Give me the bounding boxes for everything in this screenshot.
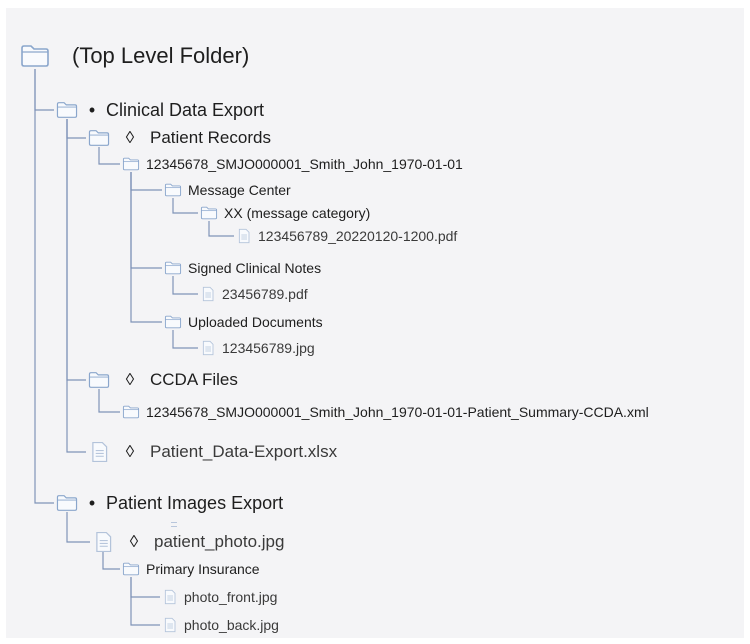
diamond-marker-icon: ◊ (125, 442, 135, 461)
data-export-xlsx-file-label: Patient_Data-Export.xlsx (150, 442, 338, 461)
uploaded-documents-folder-label: Uploaded Documents (188, 314, 323, 330)
photo-front-file[interactable]: photo_front.jpg (162, 583, 277, 611)
document-icon (236, 228, 252, 244)
connector-patient-folder (98, 147, 120, 165)
signed-clinical-notes-folder-label: Signed Clinical Notes (188, 260, 322, 276)
uploaded-documents-folder[interactable]: Uploaded Documents (164, 308, 323, 336)
document-icon (162, 617, 178, 633)
message-center-folder[interactable]: Message Center (164, 176, 291, 204)
photo-front-file-label: photo_front.jpg (184, 589, 278, 605)
photo-back-file[interactable]: photo_back.jpg (162, 611, 279, 639)
primary-insurance-folder-label: Primary Insurance (146, 561, 260, 577)
connector-ccda-files-folder (66, 119, 86, 381)
folder-icon (20, 44, 50, 68)
connector-photo-back-file (130, 577, 160, 626)
top-level-folder[interactable]: (Top Level Folder) (20, 42, 249, 70)
connector-data-export-xlsx-file (66, 119, 86, 453)
document-icon (200, 286, 216, 302)
document-icon (92, 531, 114, 553)
signed-clinical-notes-folder[interactable]: Signed Clinical Notes (164, 254, 321, 282)
patient-photo-file[interactable]: ◊ patient_photo.jpg (92, 528, 284, 556)
uploaded-jpg-file-label: 123456789.jpg (222, 340, 315, 356)
connector-uploaded-documents-folder (130, 172, 162, 323)
connector-message-category-folder (172, 198, 198, 214)
message-center-folder-label: Message Center (188, 182, 291, 198)
message-category-folder[interactable]: XX (message category) (200, 199, 370, 227)
patient-folder-label: 12345678_SMJO000001_Smith_John_1970-01-0… (146, 156, 463, 172)
connector-uploaded-jpg-file (172, 330, 198, 349)
uploaded-jpg-file[interactable]: 123456789.jpg (200, 334, 315, 362)
connector-notes-pdf-file (172, 276, 198, 295)
bullet-dot-icon: • (88, 492, 96, 513)
patient-photo-file-label: patient_photo.jpg (154, 532, 285, 551)
stray-line-mark (171, 522, 177, 523)
message-pdf-file[interactable]: 123456789_20220120-1200.pdf (236, 222, 457, 250)
folder-icon (164, 261, 182, 275)
folder-icon (88, 371, 110, 389)
diagram-canvas: (Top Level Folder) • Clinical Data Export ◊… (6, 8, 744, 638)
data-export-xlsx-file[interactable]: ◊ Patient_Data-Export.xlsx (88, 438, 337, 466)
clinical-data-export-folder-label: Clinical Data Export (106, 99, 265, 120)
document-icon (162, 589, 178, 605)
top-level-folder-label: (Top Level Folder) (72, 43, 250, 68)
connector-primary-insurance-folder (102, 551, 120, 570)
clinical-data-export-folder[interactable]: • Clinical Data Export (56, 96, 264, 124)
folder-icon (122, 405, 140, 419)
primary-insurance-folder[interactable]: Primary Insurance (122, 555, 260, 583)
patient-images-export-folder-label: Patient Images Export (106, 492, 284, 513)
patient-images-export-folder[interactable]: • Patient Images Export (56, 489, 283, 517)
folder-icon (56, 494, 78, 512)
folder-icon (200, 206, 218, 220)
tree-connectors (34, 69, 234, 626)
bullet-dot-icon: • (88, 99, 96, 120)
stray-line-mark (171, 526, 177, 527)
notes-pdf-file-label: 23456789.pdf (222, 286, 308, 302)
folder-icon (56, 101, 78, 119)
diamond-marker-icon: ◊ (129, 532, 139, 551)
folder-icon (164, 183, 182, 197)
connector-patient-photo-file (66, 512, 90, 543)
connector-message-pdf-file (208, 221, 234, 237)
folder-icon (122, 157, 140, 171)
document-icon (200, 340, 216, 356)
document-icon (88, 441, 110, 463)
connector-ccda-xml-item (98, 389, 120, 413)
diamond-marker-icon: ◊ (125, 370, 135, 389)
message-pdf-file-label: 123456789_20220120-1200.pdf (258, 228, 458, 244)
ccda-files-folder-label: CCDA Files (150, 370, 238, 389)
ccda-files-folder[interactable]: ◊ CCDA Files (88, 366, 238, 394)
message-category-folder-label: XX (message category) (224, 205, 371, 221)
connector-patient-images-export-folder (34, 69, 54, 504)
connector-signed-clinical-notes-folder (130, 172, 162, 269)
ccda-xml-item-label: 12345678_SMJO000001_Smith_John_1970-01-0… (146, 404, 649, 420)
connector-clinical-data-export-folder (34, 69, 54, 111)
folder-icon (88, 129, 110, 147)
patient-records-folder[interactable]: ◊ Patient Records (88, 124, 271, 152)
ccda-xml-item[interactable]: 12345678_SMJO000001_Smith_John_1970-01-0… (122, 398, 649, 426)
diamond-marker-icon: ◊ (125, 128, 135, 147)
photo-back-file-label: photo_back.jpg (184, 617, 279, 633)
folder-icon (164, 315, 182, 329)
patient-records-folder-label: Patient Records (150, 128, 271, 147)
notes-pdf-file[interactable]: 23456789.pdf (200, 280, 308, 308)
patient-folder[interactable]: 12345678_SMJO000001_Smith_John_1970-01-0… (122, 150, 463, 178)
folder-icon (122, 562, 140, 576)
